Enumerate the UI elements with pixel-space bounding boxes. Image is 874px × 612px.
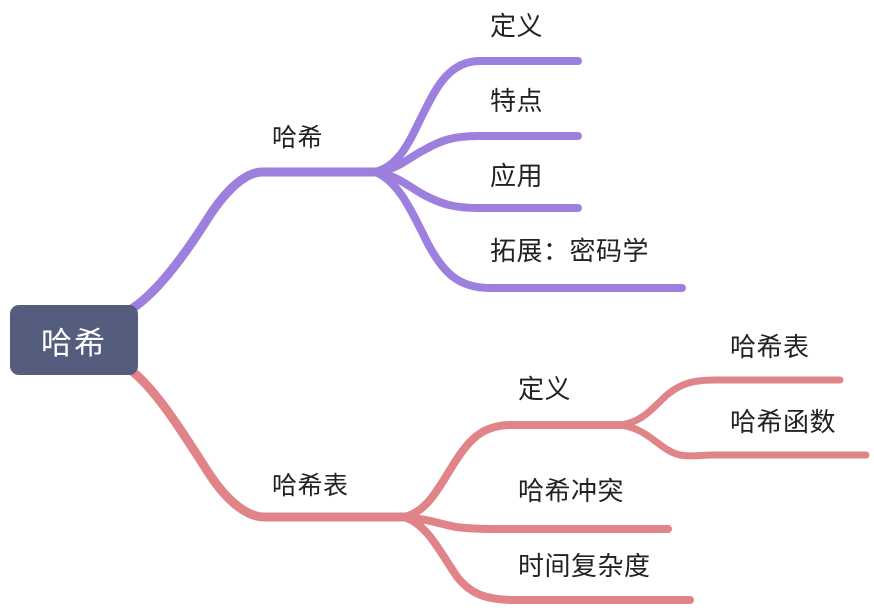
edge-definition-to-hash-table [616,376,844,429]
leaf-label-time-complexity-text: 时间复杂度 [518,551,651,581]
leaf-label-definition-text: 定义 [490,11,544,41]
edge-root-to-hash-table [128,367,409,522]
leaf-label-hash-function-text: 哈希函数 [730,407,837,437]
root-node-label: 哈希 [41,325,107,361]
edge-hash-table-to-definition [400,421,624,521]
branch-label-hash-table-text: 哈希表 [272,472,349,500]
edge-root-to-hash [128,167,380,313]
leaf-label-features[interactable]: 特点 [490,86,544,117]
leaf-label-applications-text: 应用 [490,161,544,191]
leaf-label-hash-collision[interactable]: 哈希冲突 [518,476,625,507]
branch-label-hash-table[interactable]: 哈希表 [272,472,349,501]
edge-hash-to-applications [371,168,582,212]
edge-hash-to-cryptography [371,168,686,292]
branch-label-hash-text: 哈希 [272,124,324,152]
leaf-label-definition-2[interactable]: 定义 [518,374,572,405]
edge-hash-table-to-collision [400,513,672,533]
leaf-label-applications[interactable]: 应用 [490,161,544,192]
edge-hash-to-definition [371,57,582,176]
edge-hash-table-to-time-complexity [400,513,694,604]
leaf-label-cryptography-text: 拓展：密码学 [490,236,650,266]
edge-hash-to-features [371,132,582,176]
leaf-label-hash-table-text: 哈希表 [730,332,810,362]
branch-label-hash[interactable]: 哈希 [272,124,323,153]
leaf-label-definition-2-text: 定义 [518,374,572,404]
edge-definition-to-hash-function [616,421,870,460]
leaf-label-hash-collision-text: 哈希冲突 [518,476,625,506]
root-node[interactable]: 哈希 [10,305,138,375]
leaf-label-cryptography[interactable]: 拓展：密码学 [490,236,650,267]
leaf-label-time-complexity[interactable]: 时间复杂度 [518,551,651,582]
leaf-label-hash-table[interactable]: 哈希表 [730,332,810,363]
leaf-label-definition[interactable]: 定义 [490,11,544,42]
leaf-label-features-text: 特点 [490,86,544,116]
leaf-label-hash-function[interactable]: 哈希函数 [730,407,837,438]
